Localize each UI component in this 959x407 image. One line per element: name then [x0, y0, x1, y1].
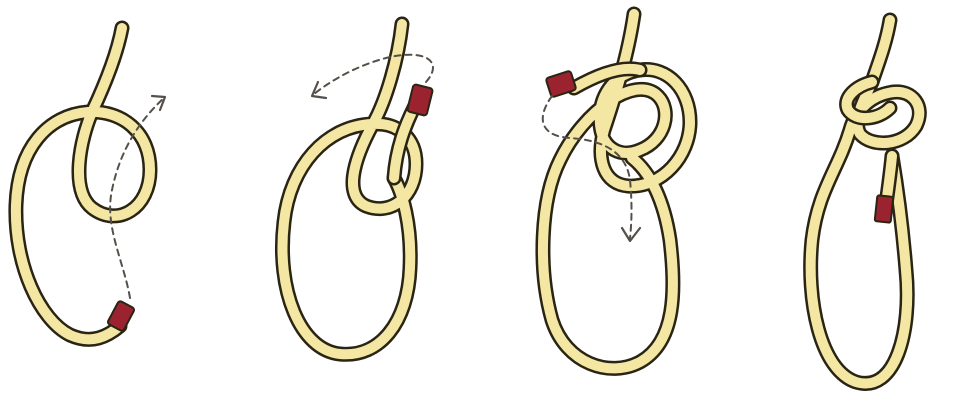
step-4-rope — [811, 20, 920, 383]
step-2-rope-end — [407, 84, 433, 116]
step-2-rope — [282, 24, 418, 354]
step-2-panel — [282, 24, 433, 354]
step-3-rope — [543, 14, 690, 368]
step-4-panel — [811, 20, 920, 383]
step-4-rope-end — [875, 195, 894, 223]
step-3-panel — [543, 14, 690, 368]
step-1-panel — [16, 28, 165, 339]
